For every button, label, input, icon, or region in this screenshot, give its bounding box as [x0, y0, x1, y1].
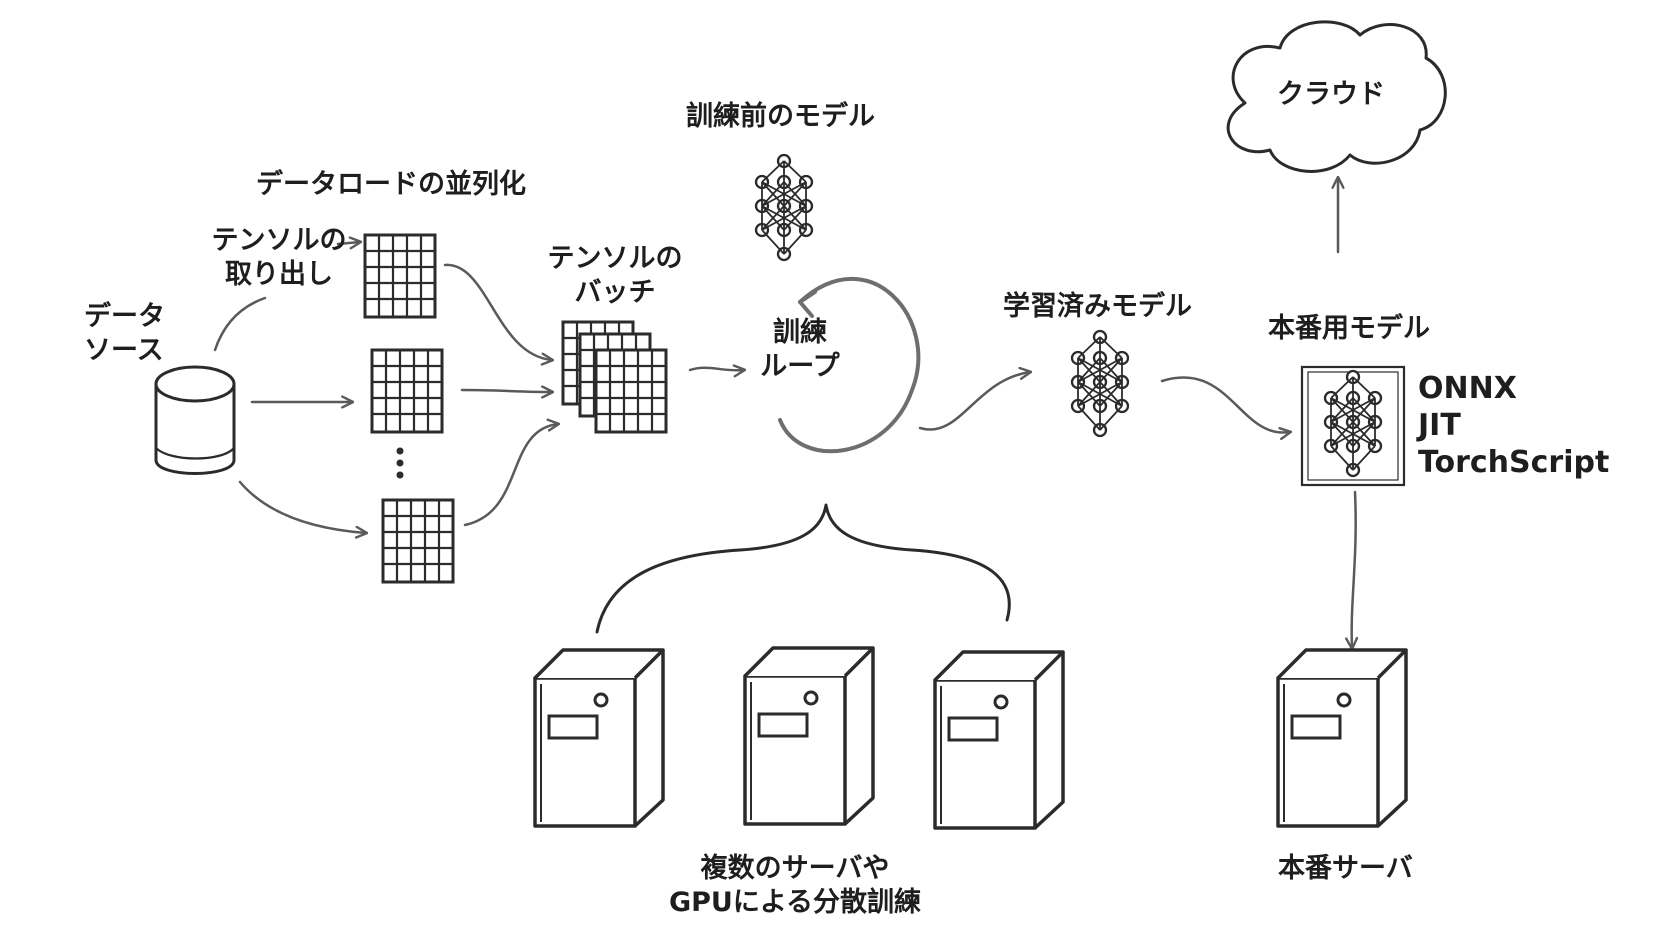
ellipsis-dots-icon	[396, 447, 404, 479]
training-loop-label-line: ループ	[760, 351, 840, 382]
production-server-icon	[1276, 648, 1408, 828]
server-icon	[743, 646, 875, 826]
data-source-label-line: データ	[84, 301, 165, 332]
arrow-trained-to-production	[1160, 376, 1290, 432]
trained-model-label: 学習済みモデル	[1003, 291, 1192, 322]
data-source-label-line: ソース	[84, 335, 164, 366]
distributed-training-label: 複数のサーバや GPUによる分散訓練	[630, 852, 960, 920]
export-formats-list: ONNX JIT TorchScript	[1418, 370, 1609, 481]
tensor-batch-stack-icon	[561, 320, 668, 434]
tensor-grid-icon	[370, 348, 444, 434]
tensor-grid-icon	[381, 498, 455, 584]
tensor-batch-label-line: テンソルの	[547, 243, 683, 274]
arrow-source-to-extract-label	[213, 296, 267, 352]
cloud-label: クラウド	[1277, 79, 1385, 110]
tensor-extract-label: テンソルの 取り出し	[204, 224, 354, 292]
training-loop-label: 訓練 ループ	[740, 316, 860, 384]
arrow-batch-to-training	[688, 368, 744, 371]
distributed-brace	[595, 503, 1011, 634]
untrained-network-icon	[754, 153, 814, 262]
arrow-training-to-trained	[918, 372, 1030, 431]
distributed-training-label-line: GPUによる分散訓練	[668, 887, 922, 918]
data-source-cylinder-icon	[154, 365, 236, 475]
server-icon	[533, 648, 665, 828]
arrow-grid-bottom-to-batch	[463, 424, 558, 527]
tensor-batch-label: テンソルの バッチ	[540, 242, 690, 310]
arrow-grid-middle-to-batch	[460, 390, 552, 392]
parallel-loading-label: データロードの並列化	[256, 169, 526, 200]
arrow-grid-top-to-batch	[443, 263, 552, 360]
server-icon	[933, 650, 1065, 830]
arrow-to-grid-top	[336, 242, 360, 244]
cloud-icon	[1226, 20, 1447, 173]
export-format-jit: JIT	[1418, 408, 1461, 443]
export-format-torchscript: TorchScript	[1418, 445, 1610, 480]
tensor-extract-label-line: 取り出し	[225, 259, 333, 290]
tensor-grid-icon	[363, 233, 437, 319]
tensor-batch-label-line: バッチ	[574, 277, 656, 308]
trained-network-icon	[1070, 329, 1130, 438]
distributed-training-label-line: 複数のサーバや	[700, 853, 890, 884]
data-source-label: データ ソース	[84, 300, 165, 368]
production-model-label: 本番用モデル	[1268, 313, 1430, 344]
arrow-to-grid-bottom	[238, 480, 366, 533]
training-loop-arrowhead-icon	[798, 290, 817, 318]
training-loop-label-line: 訓練	[773, 317, 827, 348]
production-server-label: 本番サーバ	[1278, 853, 1413, 884]
production-network-icon	[1323, 369, 1383, 478]
untrained-model-label: 訓練前のモデル	[686, 101, 875, 132]
export-format-onnx: ONNX	[1418, 371, 1517, 406]
tensor-extract-label-line: テンソルの	[211, 225, 347, 256]
training-loop-circle	[778, 277, 921, 454]
arrow-production-to-server	[1352, 490, 1356, 648]
